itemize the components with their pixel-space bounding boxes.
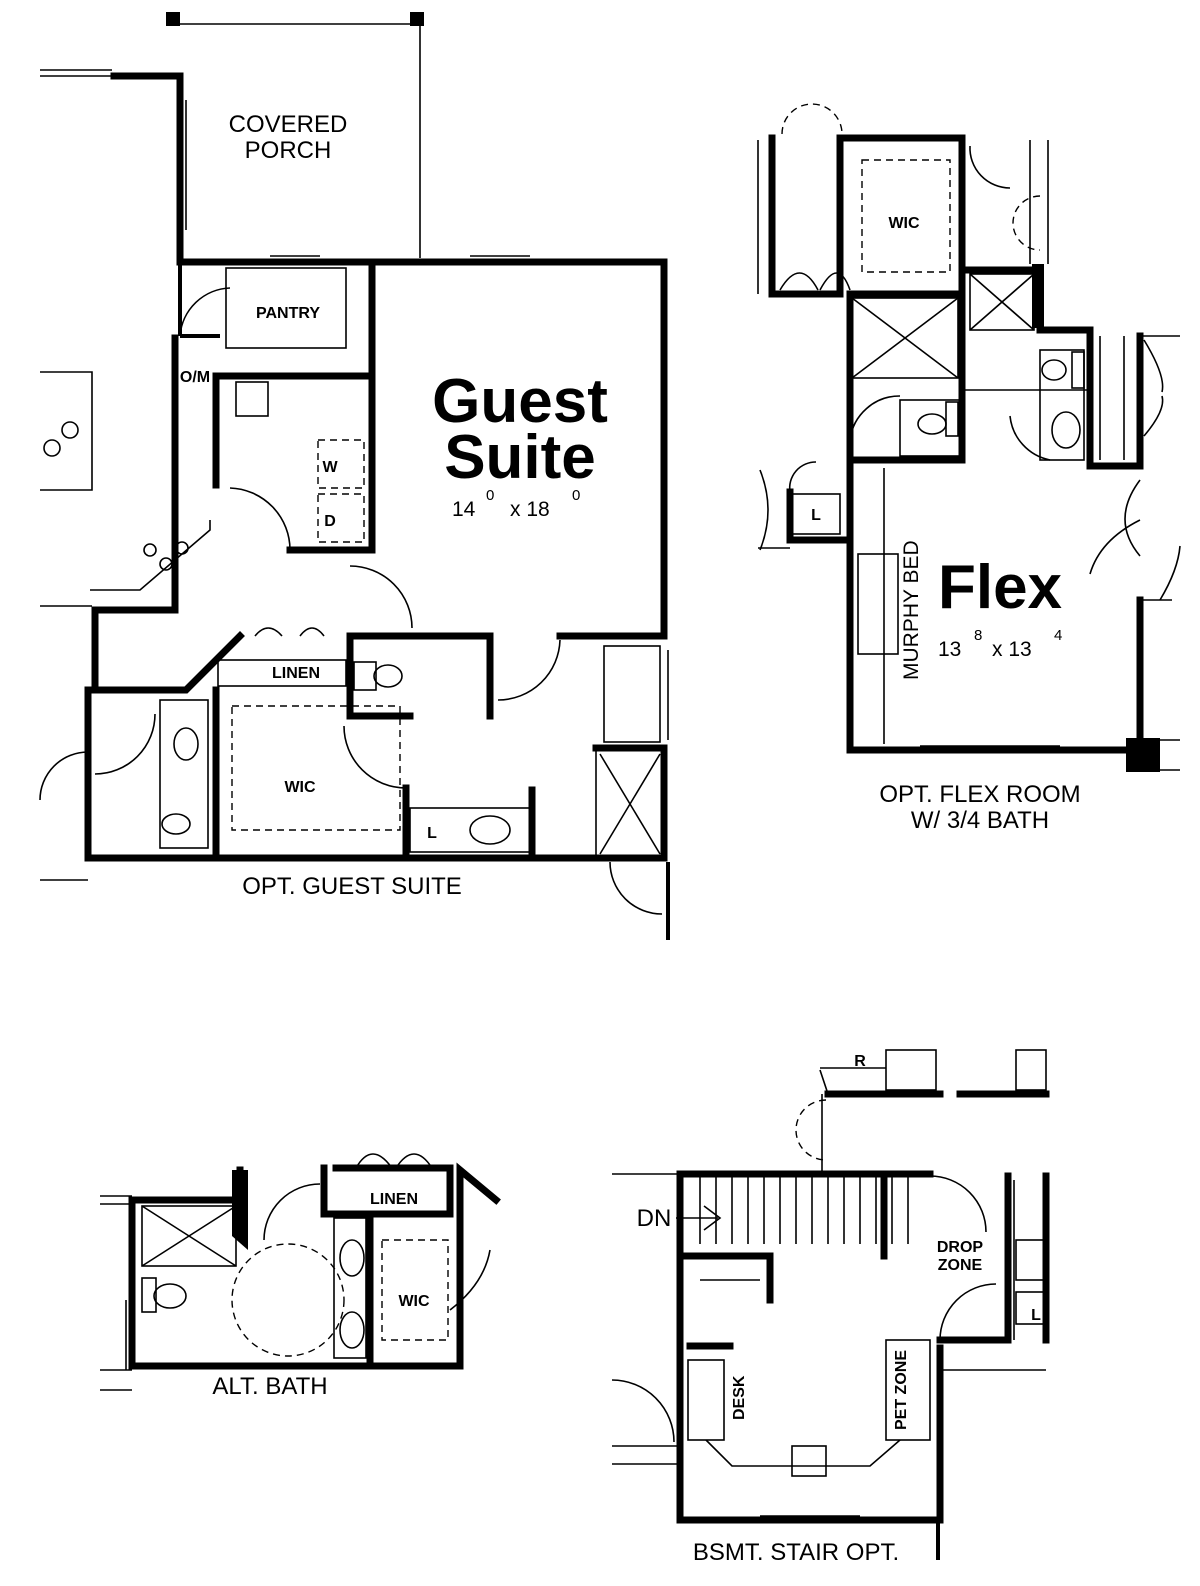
- dn-label: DN: [637, 1205, 672, 1232]
- opt-guest-suite-caption: OPT. GUEST SUITE: [242, 873, 462, 900]
- alt-bath-plan: LINEN WIC ALT. BATH: [100, 1153, 501, 1400]
- alt-bath-caption: ALT. BATH: [212, 1373, 327, 1400]
- pantry-label: PANTRY: [256, 305, 320, 322]
- om-label: O/M: [180, 369, 210, 386]
- stair-treads: [699, 1176, 909, 1244]
- dryer-label: D: [324, 513, 336, 530]
- drop-zone-label: DROP: [937, 1239, 984, 1256]
- guest-suite-title-2: Suite: [444, 423, 596, 492]
- bsmt-stair-caption: BSMT. STAIR OPT.: [693, 1539, 899, 1566]
- guest-suite-dim-a: 14: [452, 498, 476, 521]
- drop-zone-label-2: ZONE: [938, 1257, 983, 1274]
- flex-room-plan: WIC L Flex MURPHY BED 13 8 x 13 4 OPT. F…: [757, 103, 1181, 834]
- murphy-bed-label: MURPHY BED: [900, 540, 923, 680]
- flex-dim-a-sup: 8: [974, 627, 982, 644]
- flex-wic-label: WIC: [888, 215, 920, 232]
- opt-flex-caption-2: W/ 3/4 BATH: [911, 807, 1049, 834]
- basement-stair-plan: R DN DROP ZONE DESK PET ZONE L BSMT. STA…: [611, 1049, 1050, 1566]
- guest-suite-dim-a-sup: 0: [486, 487, 494, 504]
- guest-suite-dim-b-sup: 0: [572, 487, 580, 504]
- covered-porch-label-2: PORCH: [245, 137, 332, 164]
- washer-label: W: [322, 459, 338, 476]
- guest-suite-dim-b: x 18: [510, 498, 550, 521]
- flex-l-label: L: [811, 507, 821, 524]
- flex-dim-a: 13: [938, 638, 961, 661]
- r-label: R: [854, 1053, 866, 1070]
- guest-wic-label: WIC: [284, 779, 316, 796]
- opt-flex-caption: OPT. FLEX ROOM: [879, 781, 1080, 808]
- linen-label: LINEN: [272, 665, 320, 682]
- guest-suite-title: Guest: [432, 367, 608, 436]
- porch-wall: [110, 72, 184, 262]
- flex-dim-b: x 13: [992, 638, 1032, 661]
- desk-label: DESK: [731, 1375, 748, 1420]
- guest-suite-wall: [176, 258, 668, 694]
- guest-l-label: L: [427, 825, 437, 842]
- guest-suite-plan: COVERED PORCH PANTRY O/M W D Guest Suite…: [39, 12, 670, 940]
- flex-title: Flex: [938, 553, 1063, 622]
- covered-porch-label: COVERED: [229, 111, 348, 138]
- alt-linen-label: LINEN: [370, 1191, 418, 1208]
- alt-wic-label: WIC: [398, 1293, 430, 1310]
- flex-dim-b-sup: 4: [1054, 627, 1062, 644]
- pet-zone-label: PET ZONE: [893, 1350, 910, 1430]
- bsmt-l-label: L: [1031, 1307, 1041, 1324]
- down-arrow-icon: [676, 1205, 722, 1231]
